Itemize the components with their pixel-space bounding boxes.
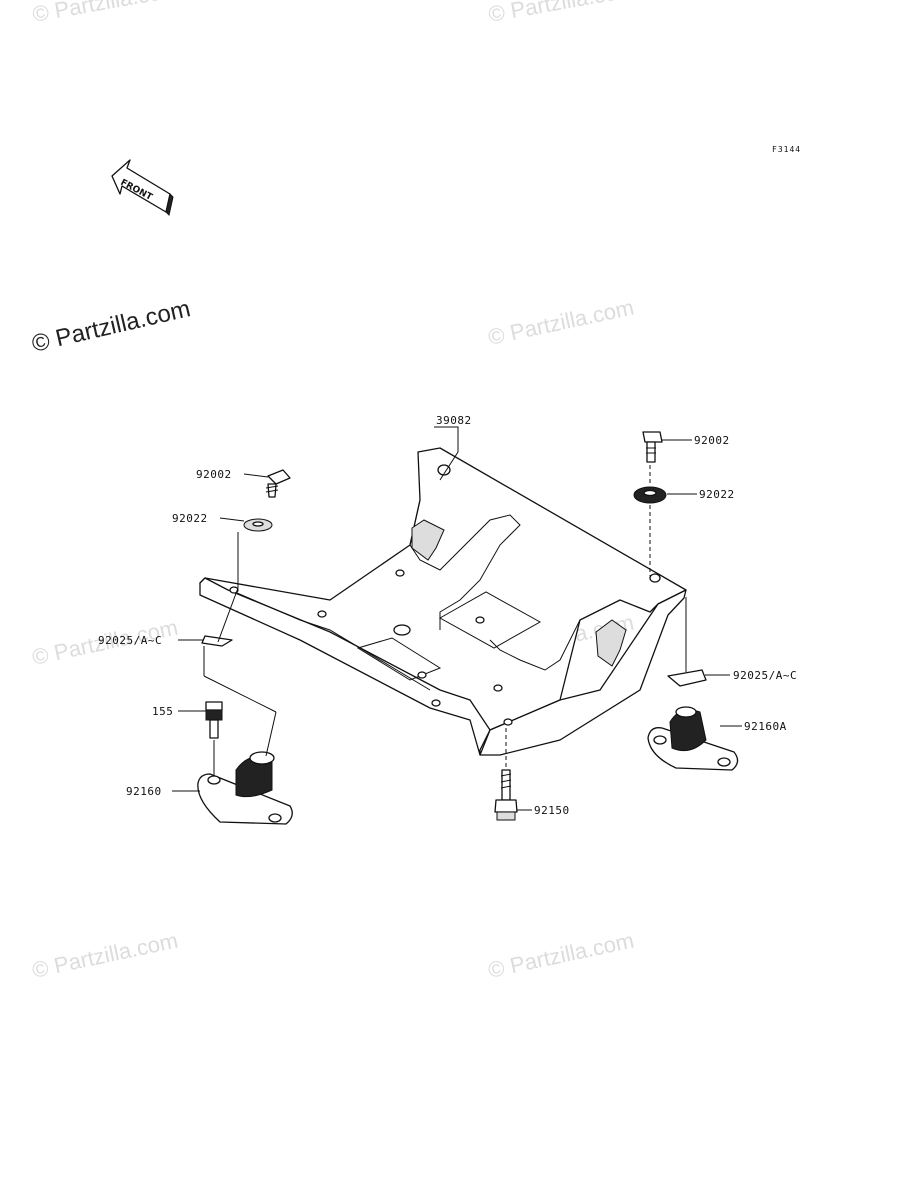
watermark: © Partzilla.com [486,295,636,350]
engine-mount-92160 [197,751,293,825]
bolt-92002-right [642,431,663,463]
figure-code: F3144 [772,145,801,154]
watermark: © Partzilla.com [31,0,181,27]
engine-mount-92160A [647,706,739,771]
clip-92025-left [201,635,233,647]
bolt-92150 [494,769,518,821]
watermarks: © Partzilla.com © Partzilla.com © Partzi… [29,0,637,983]
watermark: © Partzilla.com [487,0,637,27]
callout-92025-right: 92025/A~C [733,669,797,682]
skid-plate [199,447,687,756]
leader-lines [172,426,742,811]
callout-92160A: 92160A [744,720,787,733]
callout-39082: 39082 [436,414,472,427]
bolt-92002-left [265,469,291,498]
callout-155: 155 [152,705,173,718]
callout-92002-left: 92002 [196,468,232,481]
watermark: © Partzilla.com [486,928,636,983]
bolt-155 [205,701,223,739]
callout-92022-right: 92022 [699,488,735,501]
callout-92025-left: 92025/A~C [98,634,162,647]
callout-92160: 92160 [126,785,162,798]
callout-92150: 92150 [534,804,570,817]
callout-92002-right: 92002 [694,434,730,447]
front-arrow-icon: FRONT [111,159,174,216]
callout-92022-left: 92022 [172,512,208,525]
clip-92025-right [667,669,707,687]
watermark-main: © Partzilla.com [29,295,193,358]
watermark: © Partzilla.com [30,928,180,983]
